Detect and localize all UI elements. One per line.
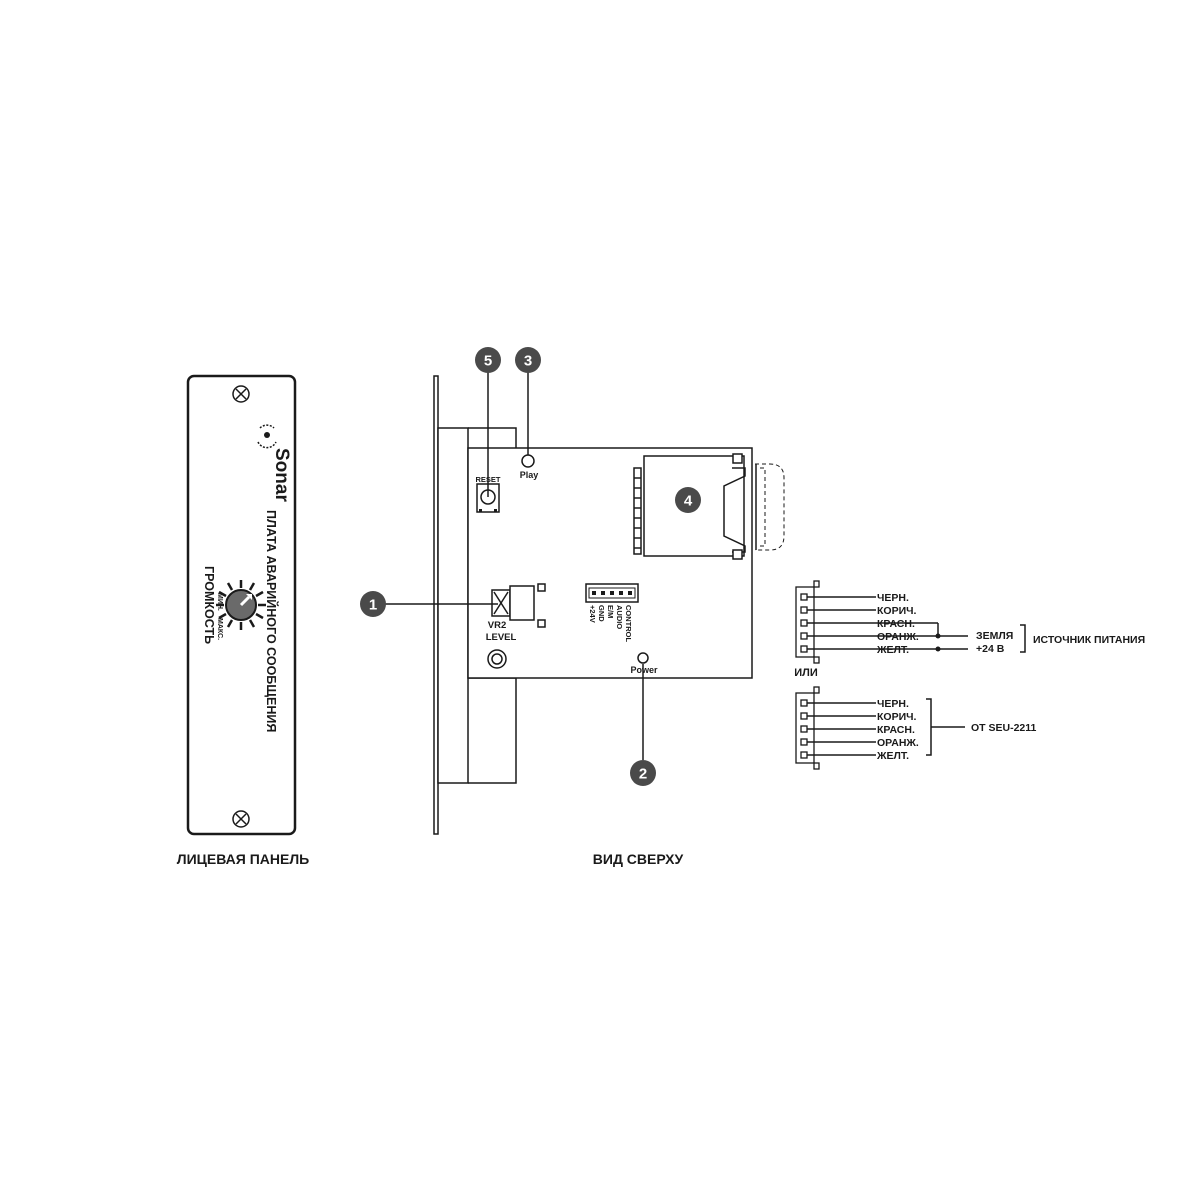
volume-label: ГРОМКОСТЬ (202, 566, 216, 644)
bottom-screw-icon (232, 810, 250, 828)
front-panel-caption: ЛИЦЕВАЯ ПАНЕЛЬ (177, 851, 309, 867)
svg-text:4: 4 (684, 493, 693, 510)
wire-a-brown: КОРИЧ. (877, 605, 917, 617)
volume-knob[interactable] (216, 580, 266, 630)
svg-text:2: 2 (639, 766, 647, 783)
wire-a-red: КРАСН. (877, 618, 915, 630)
mounting-bracket (437, 427, 469, 784)
min-label: МИН. (216, 593, 223, 611)
five-pin-connector (585, 583, 639, 603)
callout-2: 2 (630, 760, 656, 786)
svg-text:5: 5 (484, 353, 492, 370)
wire-b-black: ЧЕРН. (877, 698, 909, 710)
wire-a-yellow: ЖЕЛТ. (876, 644, 909, 656)
callout-3: 3 (515, 347, 541, 373)
svg-text:3: 3 (524, 353, 532, 370)
wire-b-orange: ОРАНЖ. (877, 737, 919, 749)
wire-a-black: ЧЕРН. (877, 592, 909, 604)
top-screw-icon (232, 385, 250, 403)
wire-a-orange: ОРАНЖ. (877, 631, 919, 643)
pin-label-audio: AUDIO (615, 605, 624, 629)
power-source-label: ИСТОЧНИК ПИТАНИЯ (1033, 634, 1145, 646)
pin-label-24v: +24V (588, 605, 597, 623)
svg-text:1: 1 (369, 597, 377, 614)
wires-a (807, 596, 1026, 653)
max-label: МАКС. (216, 618, 223, 640)
power-label: Power (630, 665, 658, 675)
wires-b (807, 698, 965, 756)
pin-label-gnd: GND (597, 605, 606, 622)
plus24-label: +24 В (976, 643, 1005, 655)
callout-1: 1 (360, 591, 386, 617)
level-label: LEVEL (486, 632, 517, 643)
callout-5: 5 (475, 347, 501, 373)
brand-logo-text: Sonar (271, 448, 292, 502)
pin-label-em: E/M (606, 605, 615, 618)
front-panel: Sonar ПЛАТА АВАРИЙНОГО СООБЩЕНИЯ М (186, 374, 297, 836)
wire-b-brown: КОРИЧ. (877, 711, 917, 723)
card-eject-position (755, 463, 785, 551)
vr2-potentiometer[interactable] (491, 583, 546, 628)
or-label: ИЛИ (794, 667, 818, 679)
panel-title: ПЛАТА АВАРИЙНОГО СООБЩЕНИЯ (264, 510, 279, 732)
sonar-logo-icon (257, 424, 277, 449)
callout-4: 4 (675, 487, 701, 513)
ground-label: ЗЕМЛЯ (976, 630, 1013, 642)
wire-b-yellow: ЖЕЛТ. (876, 750, 909, 762)
reset-button[interactable] (476, 483, 500, 513)
play-led (521, 454, 535, 468)
power-led (637, 652, 649, 664)
pin-label-control: CONTROL (624, 605, 633, 642)
play-label: Play (520, 470, 539, 480)
top-view-caption: ВИД СВЕРХУ (593, 851, 684, 867)
connector-b (795, 686, 820, 770)
audio-jack (487, 649, 507, 669)
vr2-label: VR2 (488, 620, 506, 631)
connector-a (795, 580, 820, 664)
wire-b-red: КРАСН. (877, 724, 915, 736)
from-seu-label: ОТ SEU-2211 (971, 722, 1037, 734)
